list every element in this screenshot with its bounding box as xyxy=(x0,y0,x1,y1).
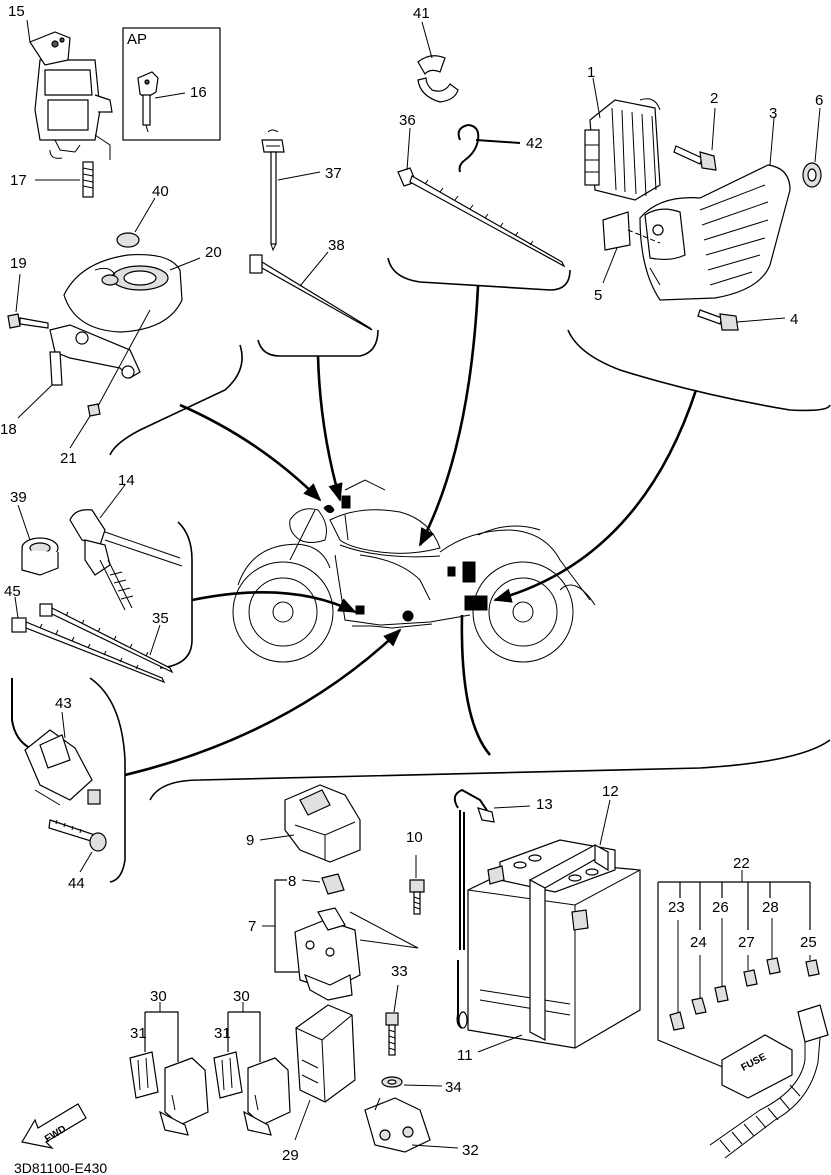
cable-tie-45 xyxy=(11,596,166,684)
bolt-19 xyxy=(7,273,49,329)
callout-29: 29 xyxy=(282,1147,299,1164)
callout-26: 26 xyxy=(712,899,729,916)
fuse-8 xyxy=(301,873,345,895)
callout-4: 4 xyxy=(790,311,798,328)
long-cable-tie-36 xyxy=(397,127,566,268)
fuse-box-22 xyxy=(657,870,829,1159)
callout-25: 25 xyxy=(800,934,817,951)
callout-30-left: 30 xyxy=(150,988,167,1005)
cable-tie-35 xyxy=(39,603,174,674)
callout-44: 44 xyxy=(68,875,85,892)
bolt-44 xyxy=(48,819,107,873)
callout-13: 13 xyxy=(536,796,553,813)
callout-17: 17 xyxy=(10,172,27,189)
nut-6 xyxy=(802,107,822,188)
callout-34: 34 xyxy=(445,1079,462,1096)
ap-key-box xyxy=(122,27,221,141)
callout-5: 5 xyxy=(594,287,602,304)
callout-33: 33 xyxy=(391,963,408,980)
callout-31-right: 31 xyxy=(214,1025,231,1042)
callout-10: 10 xyxy=(406,829,423,846)
relay-30-right xyxy=(213,1002,291,1136)
drawing-code: 3D81100-E430 xyxy=(14,1160,107,1175)
callout-18: 18 xyxy=(0,421,17,438)
callout-24: 24 xyxy=(690,934,707,951)
callout-39: 39 xyxy=(10,489,27,506)
callout-12: 12 xyxy=(602,783,619,800)
callout-40: 40 xyxy=(152,183,169,200)
callout-27: 27 xyxy=(738,934,755,951)
cap-40 xyxy=(116,197,156,248)
callout-8: 8 xyxy=(288,873,296,890)
callout-22: 22 xyxy=(733,855,750,872)
leader-wires xyxy=(124,285,698,777)
relay-7 xyxy=(262,879,419,1001)
callout-41: 41 xyxy=(413,5,430,22)
cover-3 xyxy=(639,117,791,301)
callout-45: 45 xyxy=(4,583,21,600)
callout-36: 36 xyxy=(399,112,416,129)
label-5 xyxy=(602,211,661,284)
callout-15: 15 xyxy=(8,3,25,20)
callout-42: 42 xyxy=(526,135,543,152)
battery-band-12 xyxy=(528,799,611,1041)
bracket-18 xyxy=(17,324,141,419)
callout-16: 16 xyxy=(190,84,207,101)
screw-21 xyxy=(69,309,151,449)
main-switch-part xyxy=(26,19,113,198)
ap-label: AP xyxy=(127,31,147,48)
rectifier-part xyxy=(584,77,661,201)
clamp-39 xyxy=(17,504,59,576)
motorcycle-outline xyxy=(232,479,596,663)
sensor-32 xyxy=(364,1097,459,1153)
bolt-10 xyxy=(409,855,425,915)
handlebar-cover-20 xyxy=(63,253,201,333)
clip-42 xyxy=(457,123,521,173)
battery-lead-13 xyxy=(453,788,531,1029)
sensor-14 xyxy=(69,484,183,611)
callout-1: 1 xyxy=(587,64,595,81)
callout-28: 28 xyxy=(762,899,779,916)
callout-20: 20 xyxy=(205,244,222,261)
callout-21: 21 xyxy=(60,450,77,467)
clamp-41 xyxy=(417,21,459,103)
washer-34 xyxy=(381,1076,443,1088)
callout-43: 43 xyxy=(55,695,72,712)
callout-3: 3 xyxy=(769,105,777,122)
callout-6: 6 xyxy=(815,92,823,109)
unit-29 xyxy=(294,1004,356,1141)
callout-32: 32 xyxy=(462,1142,479,1159)
callout-2: 2 xyxy=(710,90,718,107)
bolt-4 xyxy=(697,309,786,331)
switch-43 xyxy=(11,678,101,806)
callout-11: 11 xyxy=(457,1047,473,1064)
callout-9: 9 xyxy=(246,832,254,849)
cover-9 xyxy=(259,784,361,863)
bolt-33 xyxy=(385,984,399,1056)
callout-7: 7 xyxy=(248,918,256,935)
fwd-arrow-icon xyxy=(21,1103,87,1149)
callout-35: 35 xyxy=(152,610,169,627)
cable-tie-37-38 xyxy=(249,129,373,331)
group-brackets xyxy=(89,257,831,883)
callout-31-left: 31 xyxy=(130,1025,147,1042)
callout-19: 19 xyxy=(10,255,27,272)
callout-38: 38 xyxy=(328,237,345,254)
relay-30-left xyxy=(129,1002,209,1136)
callout-30-right: 30 xyxy=(233,988,250,1005)
callout-14: 14 xyxy=(118,472,135,489)
callout-23: 23 xyxy=(668,899,685,916)
callout-37: 37 xyxy=(325,165,342,182)
bolt-2 xyxy=(673,107,717,171)
